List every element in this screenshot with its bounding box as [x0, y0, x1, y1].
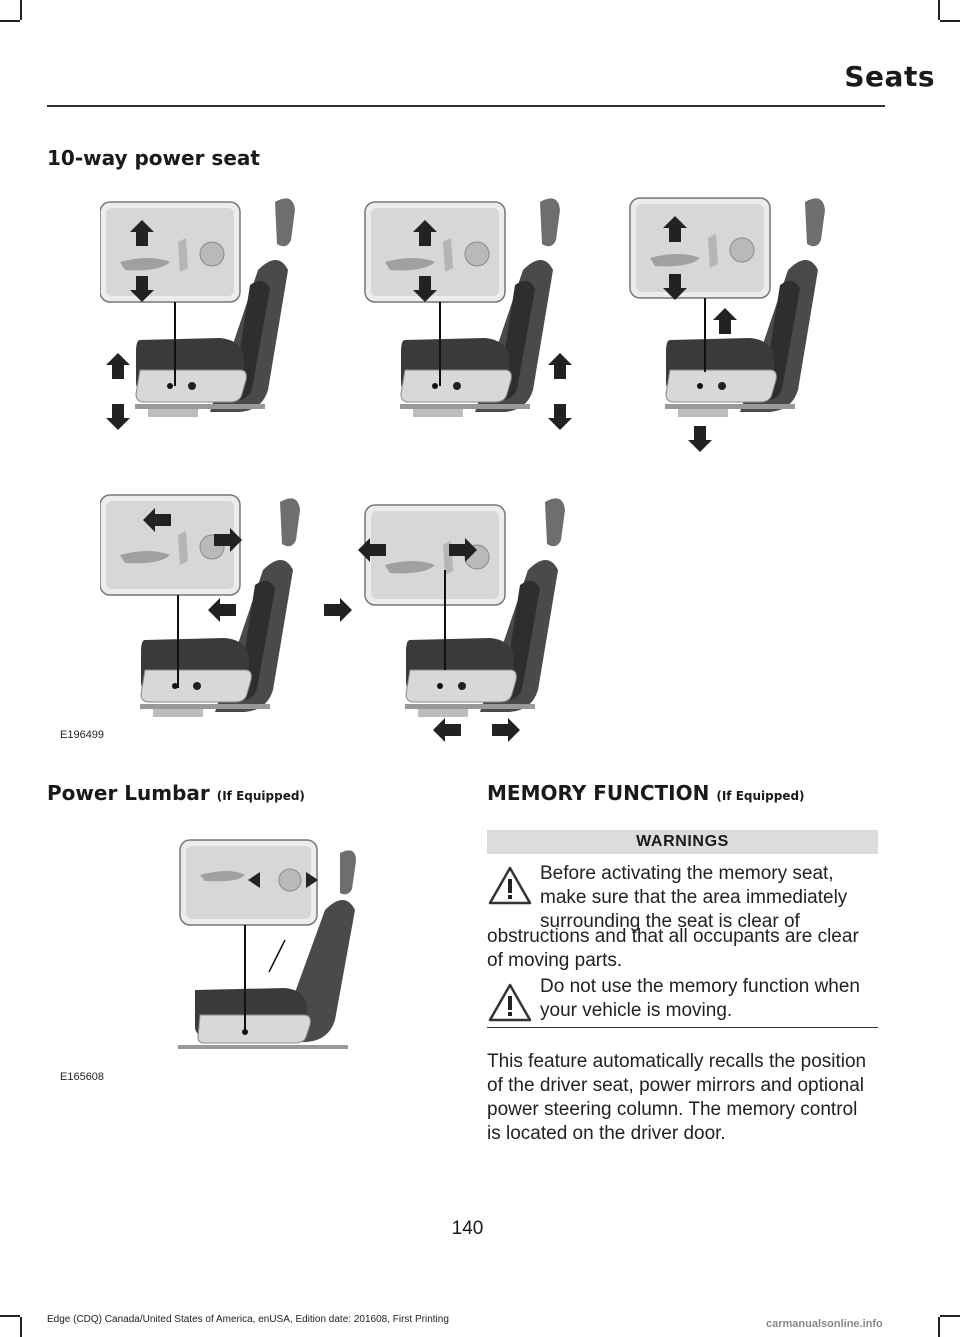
watermark: carmanualsonline.info — [766, 1318, 883, 1330]
memory-suffix: (If Equipped) — [716, 789, 805, 803]
crop-mark — [20, 1317, 22, 1337]
page-header-title: Seats — [844, 60, 935, 93]
warning-2: Do not use the memory function when your… — [540, 976, 861, 1021]
warnings-divider — [487, 1027, 878, 1028]
crop-mark — [0, 20, 20, 22]
crop-mark — [938, 0, 940, 20]
warnings-heading: WARNINGS — [487, 830, 878, 854]
power-seat-figure — [100, 197, 826, 742]
section-title-lumbar: Power Lumbar (If Equipped) — [47, 781, 305, 805]
warning-1-rest: obstructions and that all occupants are … — [487, 926, 859, 971]
lumbar-suffix: (If Equipped) — [216, 789, 305, 803]
memory-body: This feature automatically recalls the p… — [487, 1051, 867, 1144]
figure-id-power-seat: E196499 — [60, 729, 105, 741]
crop-mark — [940, 1315, 960, 1317]
page-number: 140 — [451, 1218, 484, 1239]
warning-icon — [488, 983, 532, 1022]
section-title-power-seat: 10-way power seat — [47, 146, 260, 170]
warning-1-lead: Before activating the memory seat, make … — [540, 863, 848, 932]
figure-id-lumbar: E165608 — [60, 1071, 105, 1083]
crop-mark — [938, 1317, 940, 1337]
header-divider — [47, 105, 885, 107]
memory-title: MEMORY FUNCTION — [487, 781, 710, 805]
crop-mark — [20, 0, 22, 20]
section-title-memory: MEMORY FUNCTION (If Equipped) — [487, 781, 805, 805]
lumbar-title: Power Lumbar — [47, 781, 210, 805]
lumbar-figure — [178, 839, 356, 1049]
crop-mark — [940, 20, 960, 22]
warning-icon — [488, 866, 532, 905]
footer-edition: Edge (CDQ) Canada/United States of Ameri… — [47, 1314, 449, 1325]
crop-mark — [0, 1315, 20, 1317]
